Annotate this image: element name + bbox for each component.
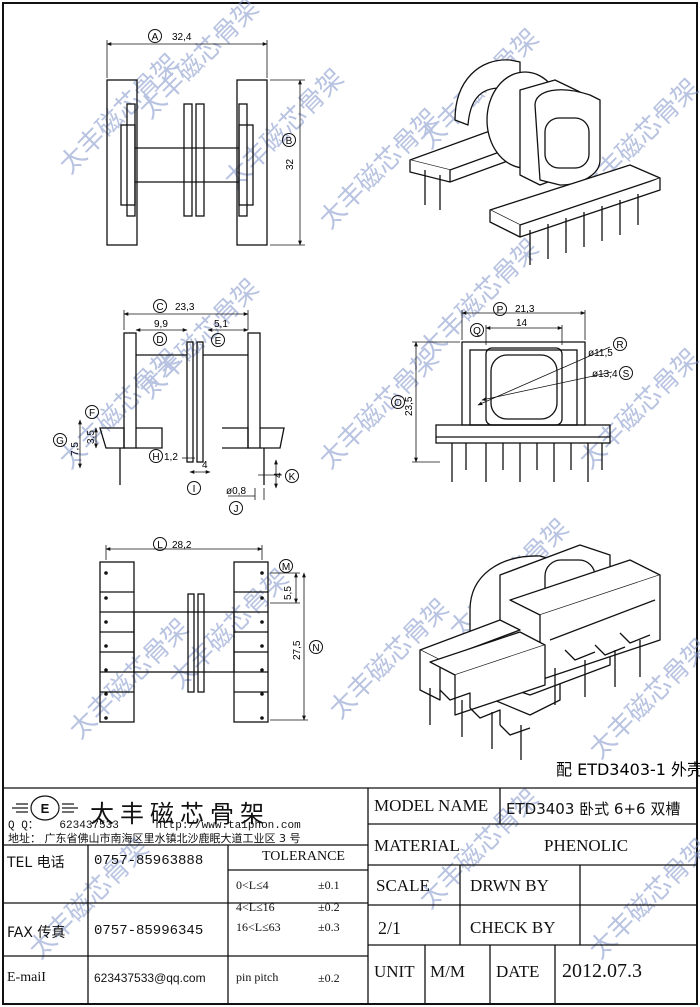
email-label: E-maiI — [7, 970, 46, 985]
dim-label-d: D — [156, 335, 163, 346]
dim-label-b: B — [286, 136, 293, 147]
dim-label-r: R — [616, 340, 623, 351]
date-label: DATE — [496, 962, 540, 981]
dim-value-o: 23,5 — [404, 396, 415, 416]
dim-value-d: 9,9 — [154, 319, 168, 330]
dim-value-q: 14 — [516, 318, 528, 329]
dim-value-j: ø0,8 — [226, 486, 246, 497]
dim-label-g: G — [56, 436, 64, 447]
isometric-view-bottom — [419, 544, 661, 760]
company-logo: E — [12, 795, 78, 821]
dim-value-b: 32 — [285, 158, 296, 170]
fax-label: FAX 传真 — [7, 925, 66, 941]
dim-value-e: 5,1 — [214, 319, 228, 330]
dim-label-f: F — [89, 408, 95, 419]
drawn-by-label: DRWN BY — [470, 876, 549, 895]
qq-row: Q Q： 623437533 http://www.taiphon.com — [8, 816, 301, 832]
dim-value-h: 1,2 — [164, 452, 178, 463]
dim-label-l: L — [157, 540, 163, 551]
unit-label: UNIT — [374, 962, 415, 981]
dim-label-k: K — [289, 472, 296, 483]
dim-label-j: J — [234, 504, 239, 515]
fax-number: 0757-85996345 — [94, 923, 204, 939]
dim-label-n: N — [312, 643, 319, 654]
dim-value-m: 5,5 — [283, 586, 294, 600]
tolerance-title: TOLERANCE — [262, 849, 345, 864]
dim-value-a: 32,4 — [172, 32, 192, 43]
scale-value: 2/1 — [378, 918, 402, 938]
email-address[interactable]: 623437533@qq.com — [94, 971, 206, 985]
watermark: 太丰磁芯骨架 — [574, 343, 700, 475]
tolerance-range: 16<L≤63 — [236, 920, 281, 934]
tolerance-value: ±0.2 — [318, 971, 340, 985]
isometric-view-top — [409, 59, 661, 265]
svg-text:E: E — [41, 801, 50, 816]
tel-number: 0757-85963888 — [94, 853, 204, 869]
dim-value-s: ø13,4 — [592, 369, 618, 380]
dim-label-a: A — [152, 32, 159, 43]
dim-label-m: M — [282, 562, 290, 573]
dim-value-p: 21,3 — [515, 304, 535, 315]
dim-label-c: C — [156, 302, 163, 313]
date-value: 2012.07.3 — [562, 960, 642, 982]
watermark: 太丰磁芯骨架 — [314, 343, 446, 475]
dim-label-q: Q — [473, 326, 481, 337]
tolerance-value: ±0.3 — [318, 920, 340, 934]
dim-value-c: 23,3 — [175, 302, 195, 313]
title-block-grid — [3, 787, 697, 1004]
end-view — [412, 310, 613, 482]
tel-label: TEL 电话 — [7, 855, 65, 871]
dim-value-g: 7,5 — [70, 442, 81, 456]
housing-note: 配 ETD3403-1 外壳 — [556, 760, 700, 779]
tolerance-range: 4<L≤16 — [236, 900, 275, 914]
plan-view — [99, 545, 308, 723]
check-by-label: CHECK BY — [470, 918, 556, 937]
watermark: 太丰磁芯骨架 — [414, 233, 546, 365]
address-row: 地址： 广东省佛山市南海区里水镇北沙鹿眠大道工业区 3 号 — [8, 830, 301, 846]
model-name-value: ETD3403 卧式 6+6 双槽 — [506, 800, 681, 818]
dim-label-s: S — [623, 369, 630, 380]
qq-label: Q Q： — [8, 820, 39, 832]
dim-label-i: I — [193, 484, 196, 495]
dim-value-l: 28,2 — [172, 540, 192, 551]
address-text: 广东省佛山市南海区里水镇北沙鹿眠大道工业区 3 号 — [44, 832, 301, 845]
dim-label-o: O — [394, 398, 402, 409]
dim-label-h: H — [152, 452, 159, 463]
address-label: 地址： — [8, 832, 41, 845]
company-name: 太丰磁芯骨架 — [90, 800, 270, 828]
tolerance-range: pin pitch — [236, 970, 279, 984]
dim-value-f: 3,5 — [86, 430, 97, 444]
tolerance-range: 0<L≤4 — [236, 878, 269, 892]
website-link[interactable]: http://www.taiphon.com — [155, 820, 301, 832]
tolerance-value: ±0.2 — [318, 900, 340, 914]
material-value: PHENOLIC — [544, 836, 629, 855]
dim-value-r: ø11,5 — [588, 348, 613, 359]
unit-value: M/M — [430, 962, 465, 981]
section-view — [78, 310, 285, 500]
dim-value-k: 4 — [273, 472, 284, 478]
qq-number: 623437533 — [59, 820, 119, 832]
front-view-top — [106, 40, 305, 246]
scale-label: SCALE — [376, 876, 430, 895]
material-label: MATERIAL — [374, 836, 460, 855]
dim-label-e: E — [215, 336, 222, 347]
dim-value-i: 4 — [202, 460, 208, 471]
dim-label-p: P — [497, 305, 504, 316]
tolerance-value: ±0.1 — [318, 878, 340, 892]
model-name-label: MODEL NAME — [374, 796, 489, 815]
dim-value-n: 27,5 — [292, 640, 303, 660]
